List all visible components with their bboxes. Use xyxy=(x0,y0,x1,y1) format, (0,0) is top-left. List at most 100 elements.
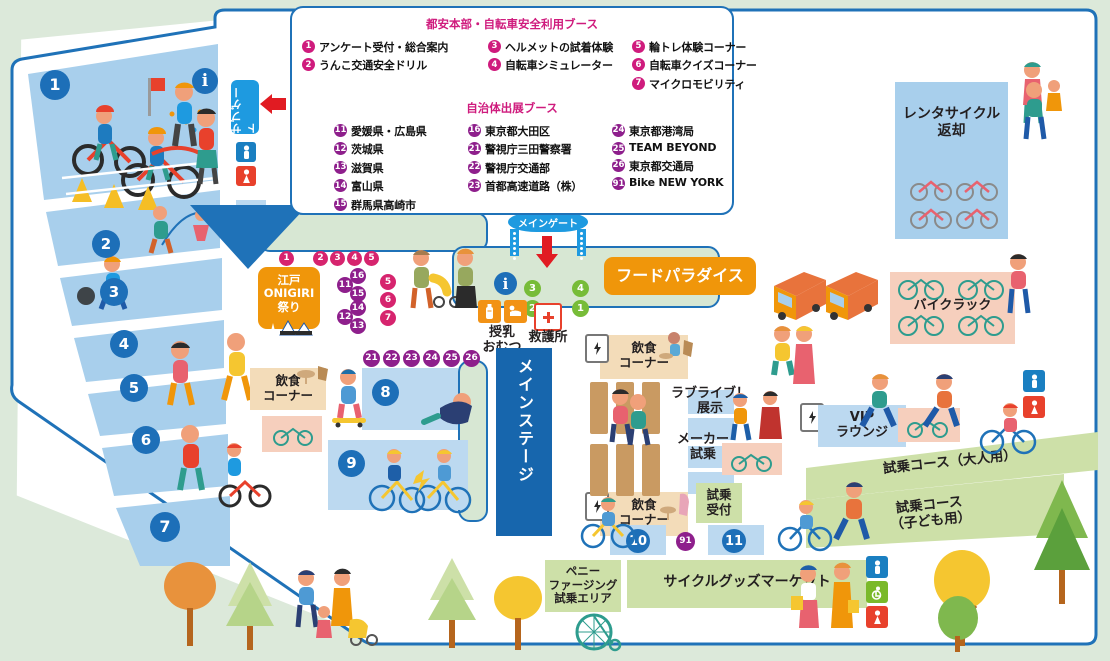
booth-badge-1[interactable]: 1 xyxy=(279,251,294,266)
booth-badge-16[interactable]: 16 xyxy=(350,268,366,284)
green-booth-1[interactable]: 1 xyxy=(572,300,589,317)
legend-num: 5 xyxy=(632,39,645,53)
legend-item[interactable]: 11 愛媛県・広島県 xyxy=(334,123,464,139)
legend-item[interactable]: 26 東京都交通局 xyxy=(612,158,723,174)
legend-section1-title: 都安本部・自転車安全利用ブース xyxy=(426,17,598,31)
legend-box: 都安本部・自転車安全利用ブース 1 アンケート受付・総合案内 2 うんこ交通安全… xyxy=(290,6,757,215)
green-booth-3[interactable]: 3 xyxy=(524,280,541,297)
booth-badge-13[interactable]: 13 xyxy=(350,318,366,334)
info-icon[interactable]: i xyxy=(192,68,218,94)
zone-badge-3[interactable]: 3 xyxy=(100,278,128,306)
legend-s1-col1: 1 アンケート受付・総合案内 2 うんこ交通安全ドリル xyxy=(302,36,484,94)
booth-badge-23[interactable]: 23 xyxy=(403,350,420,367)
booth-badge-5b[interactable]: 5 xyxy=(380,274,396,290)
wheelchair-icon-bottom xyxy=(866,581,888,603)
penny-farthing-area[interactable]: ペニー ファージング 試乗エリア xyxy=(545,560,621,612)
zone-badge-6[interactable]: 6 xyxy=(132,426,160,454)
legend-item[interactable]: 12 茨城県 xyxy=(334,141,464,157)
legend-num: 6 xyxy=(632,58,645,71)
legend-pointer xyxy=(190,205,308,269)
legend-item[interactable]: 22 警視庁交通部 xyxy=(468,160,608,176)
booth-badge-2[interactable]: 2 xyxy=(313,251,328,266)
restroom-male-icon-right xyxy=(1023,370,1045,392)
cycle-goods-market-area[interactable]: サイクルグッズマーケット xyxy=(627,560,867,608)
legend-item[interactable]: 14 富山県 xyxy=(334,178,464,194)
restroom-female-icon-bottom xyxy=(866,606,888,628)
booth-badge-11[interactable]: 11 xyxy=(337,277,353,293)
booth-badge-6[interactable]: 6 xyxy=(380,292,396,308)
zone5-illustration xyxy=(167,333,253,406)
booth-badge-5a[interactable]: 5 xyxy=(364,251,379,266)
zone-badge-9[interactable]: 9 xyxy=(338,450,365,477)
booth-badge-3[interactable]: 3 xyxy=(330,251,345,266)
legend-item[interactable]: 1 アンケート受付・総合案内 xyxy=(302,39,484,55)
bike-rack-label: バイクラック xyxy=(913,298,992,313)
family-illustration-right xyxy=(1023,82,1047,140)
legend-item[interactable]: 21 警視庁三田警察署 xyxy=(468,141,608,157)
edo-onigiri-area[interactable]: 江戸 ONIGIRI 祭り xyxy=(258,267,320,329)
legend-item[interactable]: 2 うんこ交通安全ドリル xyxy=(302,57,484,73)
zone-badge-2[interactable]: 2 xyxy=(92,230,120,258)
bike-rack-area[interactable]: バイクラック xyxy=(890,272,1015,344)
legend-label: 自転車シミュレーター xyxy=(505,59,613,72)
food-paradise-area[interactable]: フードパラダイス xyxy=(604,257,756,295)
legend-s1-col2: 3 ヘルメットの試着体験 4 自転車シミュレーター xyxy=(488,36,628,94)
booth-badge-4[interactable]: 4 xyxy=(347,251,362,266)
cyclist-illustration-bottom xyxy=(580,497,636,549)
kid-illustration-1 xyxy=(730,393,752,441)
legend-item[interactable]: 16 東京都大田区 xyxy=(468,123,608,139)
legend-label: 茨城県 xyxy=(351,143,384,156)
legend-item[interactable]: 24 東京都港湾局 xyxy=(612,123,723,139)
side-gate-sign: サブゲート xyxy=(230,80,259,134)
test-ride-reception-area[interactable]: 試乗 受付 xyxy=(696,483,742,523)
restroom-female-icon-right xyxy=(1023,396,1045,418)
legend-item[interactable]: 23 首都高速道路（株） xyxy=(468,178,608,194)
stroller-family-illustration xyxy=(410,248,477,309)
zone-badge-4[interactable]: 4 xyxy=(110,330,138,358)
visitor-illustration-2 xyxy=(627,394,651,446)
rental-cycle-return-area[interactable]: レンタサイクル 返却 xyxy=(895,82,1008,239)
booth-badge-15[interactable]: 15 xyxy=(350,286,366,302)
legend-item[interactable]: 5 輪トレ体験コーナー xyxy=(632,39,757,55)
shoppers-illustration xyxy=(791,562,859,628)
main-stage-label: メインステージ xyxy=(515,358,534,484)
legend-item[interactable]: 6 自転車クイズコーナー xyxy=(632,57,757,73)
legend-item[interactable]: 3 ヘルメットの試着体験 xyxy=(488,39,628,55)
zone-badge-7[interactable]: 7 xyxy=(150,512,180,542)
lovelive-block-1 xyxy=(688,390,734,414)
legend-s1-col3: 5 輪トレ体験コーナー 6 自転車クイズコーナー 7 マイクロモビリティ xyxy=(632,36,757,94)
booth-badge-7[interactable]: 7 xyxy=(380,310,396,326)
booth-badge-24[interactable]: 24 xyxy=(423,350,440,367)
booth-badge-14[interactable]: 14 xyxy=(350,300,366,316)
visitor-illustration-1 xyxy=(609,389,633,443)
booth-badge-22[interactable]: 22 xyxy=(383,350,400,367)
legend-item[interactable]: 15 群馬県高崎市 xyxy=(334,197,464,213)
legend-item[interactable]: 13 滋賀県 xyxy=(334,160,464,176)
legend-item[interactable]: 91 Bike NEW YORK xyxy=(612,176,724,190)
legend-item[interactable]: 7 マイクロモビリティ xyxy=(632,76,757,92)
legend-item[interactable]: 25 TEAM BEYOND xyxy=(612,141,723,155)
cafe-seating-icon xyxy=(659,332,693,359)
zone-badge-5[interactable]: 5 xyxy=(120,374,148,402)
legend-num: 4 xyxy=(488,58,501,71)
booth-badge-21[interactable]: 21 xyxy=(363,350,380,367)
zone-badge-8[interactable]: 8 xyxy=(372,379,399,406)
booth-badge-91[interactable]: 91 xyxy=(676,532,695,551)
legend-label: 群馬県高崎市 xyxy=(351,198,416,212)
legend-num: 12 xyxy=(334,142,347,155)
food-truck-2-icon xyxy=(826,272,878,320)
bicycle-icon-left xyxy=(273,427,313,446)
bike-display-left xyxy=(262,416,322,452)
zone-badge-1[interactable]: 1 xyxy=(40,70,70,100)
legend-item[interactable]: 4 自転車シミュレーター xyxy=(488,57,628,73)
booth-badge-25[interactable]: 25 xyxy=(443,350,460,367)
legend-num: 13 xyxy=(334,160,347,174)
booth-badge-12[interactable]: 12 xyxy=(337,309,353,325)
booth-badge-26[interactable]: 26 xyxy=(463,350,480,367)
info-icon-center[interactable]: i xyxy=(494,272,517,295)
zone-badge-11[interactable]: 11 xyxy=(722,529,746,553)
legend-label: ヘルメットの試着体験 xyxy=(505,40,613,54)
green-booth-4[interactable]: 4 xyxy=(572,280,589,297)
main-stage-area[interactable]: メインステージ xyxy=(496,348,552,536)
family-stroller-illustration xyxy=(295,568,378,646)
